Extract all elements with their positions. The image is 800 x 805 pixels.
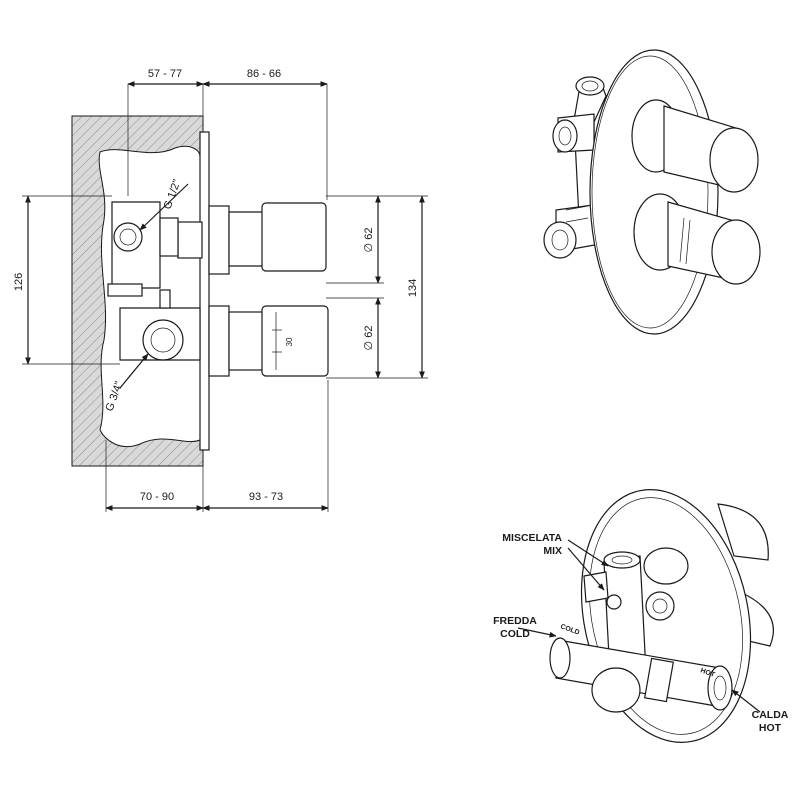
rear-knob-upper [717, 503, 769, 561]
dim-diameter-upper: ∅ 62 [363, 228, 375, 253]
dim-top-left: 57 - 77 [148, 68, 182, 80]
dim-height-right: 134 [407, 279, 419, 297]
round-cover-plate [589, 49, 719, 335]
thread-label-lower: G 3/4" [104, 380, 126, 413]
manifold-cap [591, 667, 641, 713]
hot-inlet [707, 665, 733, 711]
lower-knob-base [208, 305, 230, 377]
label-mixed-en: MIX [543, 545, 562, 557]
dim-diameter-lower: ∅ 62 [363, 326, 375, 351]
cold-inlet [549, 637, 571, 679]
dim-bottom-left: 70 - 90 [140, 491, 174, 503]
label-hot-en: HOT [759, 722, 782, 734]
label-cold-it: FREDDA [493, 615, 537, 627]
upper-knob-base [208, 205, 230, 275]
side-section-view: 30 G 1/2" G 3/4" 57 - 77 86 - 66 70 - 90… [13, 68, 428, 512]
pipe-mark-hot: HOT [699, 667, 716, 679]
lower-knob [261, 305, 329, 377]
label-mixed-it: MISCELATA [502, 532, 562, 544]
manifold-nut [643, 657, 675, 703]
cover-plate [199, 131, 210, 451]
mix-outlet-lower [645, 591, 675, 621]
scale-mark-label: 30 [285, 337, 294, 346]
mix-outlet [643, 547, 689, 585]
front-perspective-view [543, 49, 761, 335]
label-hot-it: CALDA [752, 709, 789, 721]
lower-port [142, 319, 184, 361]
label-cold-en: COLD [500, 628, 530, 640]
valve-pin [159, 289, 171, 309]
upper-connector [159, 217, 179, 257]
upper-port [113, 222, 143, 252]
connection-view: COLD HOT MISCELATA MIX FREDDA COLD CALDA… [493, 489, 789, 743]
dim-top-right: 86 - 66 [247, 68, 281, 80]
dim-bottom-right: 93 - 73 [249, 491, 283, 503]
lower-knob-face [711, 219, 761, 285]
upper-spindle [177, 221, 203, 259]
valve-collar [107, 283, 143, 297]
upper-knob-neck [228, 211, 268, 267]
pipe-mark-cold: COLD [559, 623, 580, 636]
dim-height-left: 126 [13, 273, 25, 291]
upper-knob-face [709, 127, 759, 193]
side-port [583, 571, 609, 603]
thread-label-upper: G 1/2" [162, 178, 184, 211]
upper-knob [261, 202, 327, 272]
